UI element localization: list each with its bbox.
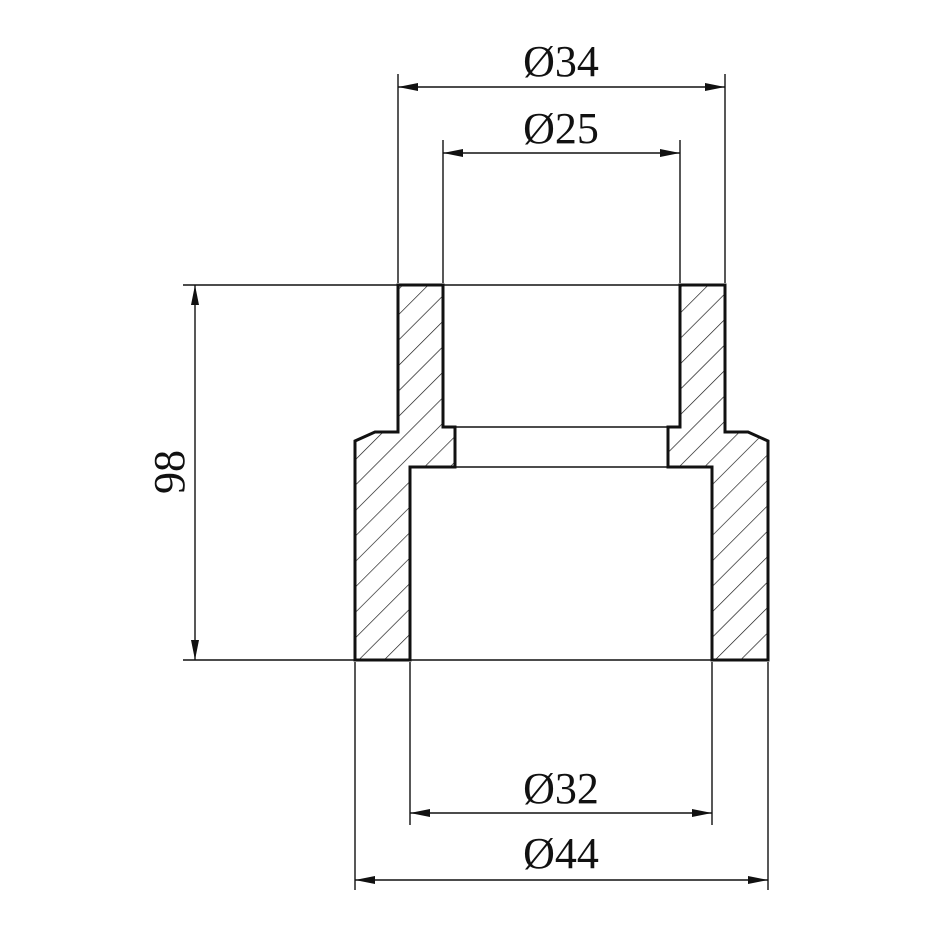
dim-label-top-inner: Ø25: [523, 104, 599, 153]
dim-label-top-outer: Ø34: [523, 37, 599, 86]
dim-label-bottom-inner: Ø32: [523, 764, 599, 813]
dim-label-height: 98: [145, 450, 194, 494]
right-wall-section: [666, 283, 770, 662]
left-wall-section: [353, 283, 457, 662]
dim-label-bottom-outer: Ø44: [523, 829, 599, 878]
